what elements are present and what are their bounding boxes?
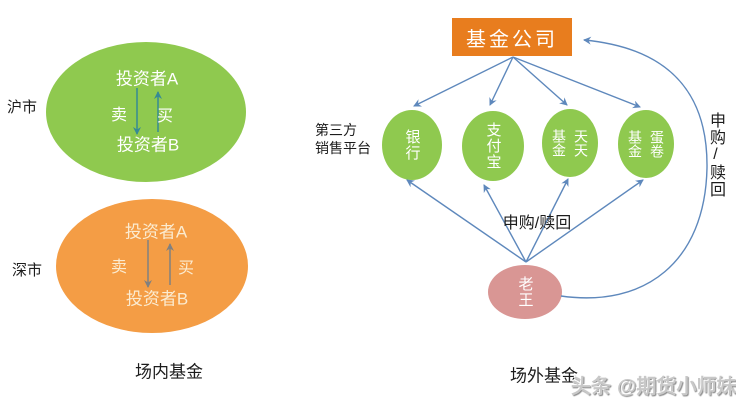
watermark: 头条 @期货小师妹 [571,370,736,399]
fund-company-label: 基金公司 [466,28,558,51]
shanghai-sell-label: 卖 [110,107,128,124]
watermark-prefix: 头条 [571,376,611,398]
shanghai-investor-a-label: 投资者A [115,69,179,89]
third-party-platform-line2: 销售平台 [315,140,371,156]
platform-alipay-label: 支付宝 [484,122,502,170]
platform-danjuan-ellipse: 基金 蛋卷 [618,110,674,178]
subscribe-redeem-right-label: 申购/赎回 [707,112,724,198]
shenzhen-market-ellipse [56,199,248,333]
investor-laowang-label: 老王 [516,276,534,308]
arrow-company-to-bank-icon [413,56,514,107]
third-party-platform-line1: 第三方 [315,122,357,138]
shanghai-market-ellipse [46,42,246,182]
shenzhen-investor-b-label: 投资者B [125,289,189,309]
shanghai-market-label: 沪市 [7,99,38,116]
arrow-company-to-alipay-icon [489,56,514,106]
platform-danjuan-col1: 基金 [627,130,643,158]
platform-alipay-ellipse: 支付宝 [462,111,524,181]
platform-tiantian-ellipse: 基金 天天 [542,109,598,177]
off-exchange-caption: 场外基金 [510,366,578,386]
watermark-handle: @期货小师妹 [617,376,736,398]
platform-tiantian-col2: 天天 [573,129,589,157]
third-party-platform-label: 第三方 销售平台 [315,121,371,157]
platform-bank-ellipse: 银行 [382,110,442,180]
shanghai-investor-b-label: 投资者B [116,135,180,155]
arrow-company-to-tiantian-icon [512,56,568,106]
on-exchange-caption: 场内基金 [135,362,203,382]
subscribe-redeem-center-label: 申购/赎回 [502,215,572,232]
shenzhen-buy-label: 买 [177,260,195,277]
investor-laowang-ellipse: 老王 [488,265,562,319]
platform-danjuan-col2: 蛋卷 [649,130,665,158]
shanghai-buy-label: 买 [156,108,174,125]
arrow-company-to-danjuan-icon [512,56,641,109]
platform-tiantian-col1: 基金 [551,129,567,157]
shenzhen-market-label: 深市 [12,262,43,279]
shenzhen-investor-a-label: 投资者A [124,222,188,242]
fund-company-box: 基金公司 [452,18,572,56]
platform-bank-label: 银行 [403,129,421,161]
shenzhen-sell-label: 卖 [110,259,128,276]
